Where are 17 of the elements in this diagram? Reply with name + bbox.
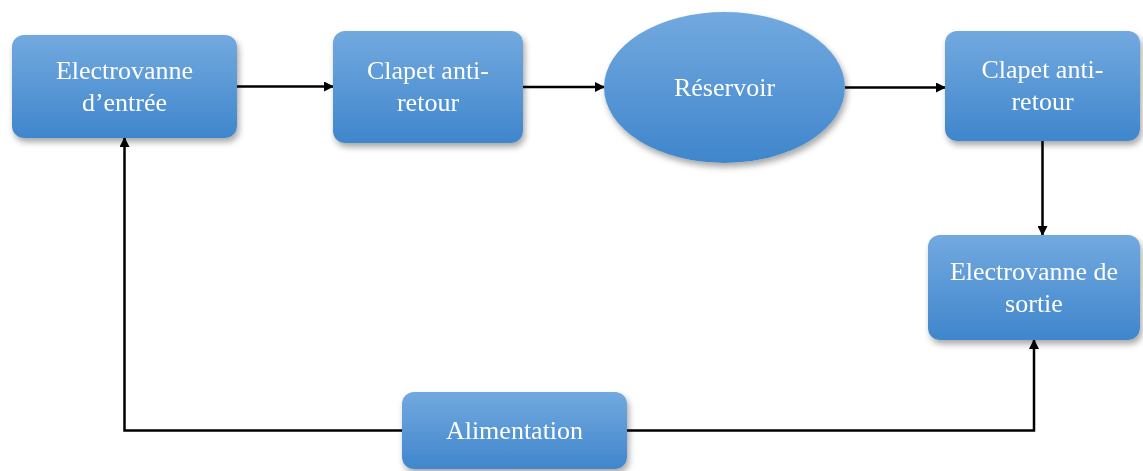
process-box (928, 235, 1140, 340)
process-box (945, 31, 1140, 141)
node-label: Electrovanne d’entrée (54, 54, 195, 119)
node-label: Réservoir (673, 71, 776, 104)
process-box (12, 35, 237, 138)
node-label: Alimentation (445, 414, 584, 447)
arrow (237, 81, 334, 92)
arrow (845, 82, 946, 93)
arrow (523, 82, 605, 92)
node-label: Electrovanne de sortie (949, 255, 1119, 320)
process-box (333, 31, 523, 143)
arrow (627, 339, 1039, 432)
arrow (1037, 141, 1048, 236)
node-label: Clapet anti-retour (366, 55, 490, 119)
node-label: Clapet anti-retour (980, 54, 1105, 118)
arrow (119, 137, 402, 432)
process-box (402, 392, 627, 469)
